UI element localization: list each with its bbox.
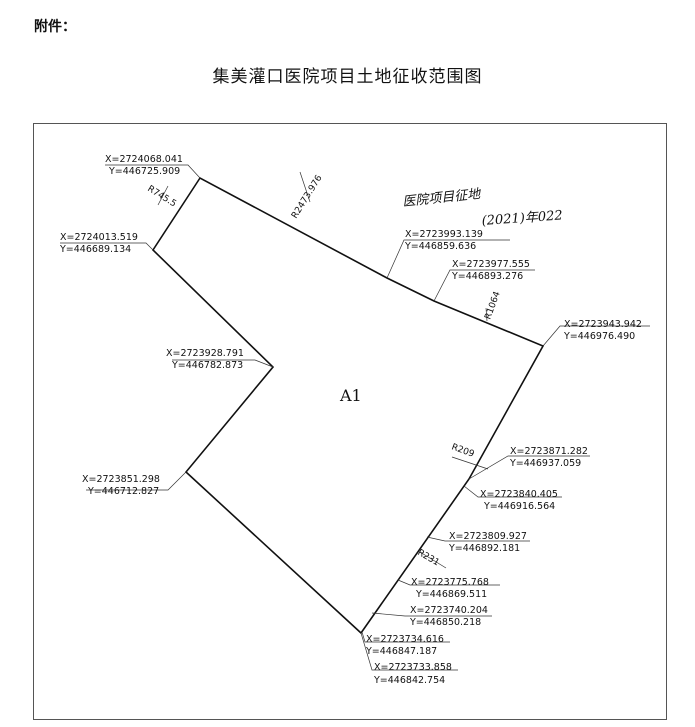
coord-14-x: X=2723733.858 [374, 662, 452, 673]
handwritten-note-line-1: 医院项目征地 [402, 186, 483, 210]
coord-8-y: Y=446712.827 [87, 486, 159, 497]
coord-2-x: X=2724013.519 [60, 232, 138, 243]
radius-label-5: R231 [416, 548, 441, 568]
coord-5-x: X=2723943.942 [564, 319, 642, 330]
coord-4-y: Y=446893.276 [451, 271, 523, 282]
coord-12-y: Y=446850.218 [409, 617, 481, 628]
coord-12-x: X=2723740.204 [410, 605, 488, 616]
coord-2-y: Y=446689.134 [59, 244, 131, 255]
radius-label-2: R2473.976 [290, 173, 325, 220]
handwritten-note-line-2: (2021)年022 [481, 208, 563, 229]
coord-13-x: X=2723734.616 [366, 634, 444, 645]
coord-11-y: Y=446869.511 [415, 589, 487, 600]
map-frame [33, 123, 667, 720]
parcel-boundary-a1 [151, 176, 545, 635]
coord-6-y: Y=446782.873 [171, 360, 243, 371]
coord-6-x: X=2723928.791 [166, 348, 244, 359]
coord-14-y: Y=446842.754 [373, 675, 445, 686]
coord-5-y: Y=446976.490 [563, 331, 635, 342]
coord-10-x: X=2723809.927 [449, 531, 527, 542]
coord-1-x: X=2724068.041 [105, 154, 183, 165]
coordinate-labels: X=2724068.041 Y=446725.909 X=2724013.519… [59, 154, 642, 686]
coord-7-x: X=2723871.282 [510, 446, 588, 457]
coord-4-x: X=2723977.555 [452, 259, 530, 270]
coord-3-x: X=2723993.139 [405, 229, 483, 240]
coord-13-y: Y=446847.187 [365, 646, 437, 657]
coord-7-y: Y=446937.059 [509, 458, 581, 469]
parcel-label: A1 [339, 386, 362, 405]
coord-9-x: X=2723840.405 [480, 489, 558, 500]
leader-lines [60, 164, 650, 671]
coord-1-y: Y=446725.909 [108, 166, 180, 177]
radius-label-3: R1064 [483, 290, 502, 321]
coord-11-x: X=2723775.768 [411, 577, 489, 588]
coord-10-y: Y=446892.181 [448, 543, 520, 554]
map-title: 集美灌口医院项目土地征收范围图 [212, 67, 483, 87]
attachment-label: 附件： [34, 19, 76, 35]
coord-3-y: Y=446859.636 [404, 241, 476, 252]
radius-label-1: R745.5 [145, 184, 177, 209]
coord-8-x: X=2723851.298 [82, 474, 160, 485]
coord-9-y: Y=446916.564 [483, 501, 555, 512]
